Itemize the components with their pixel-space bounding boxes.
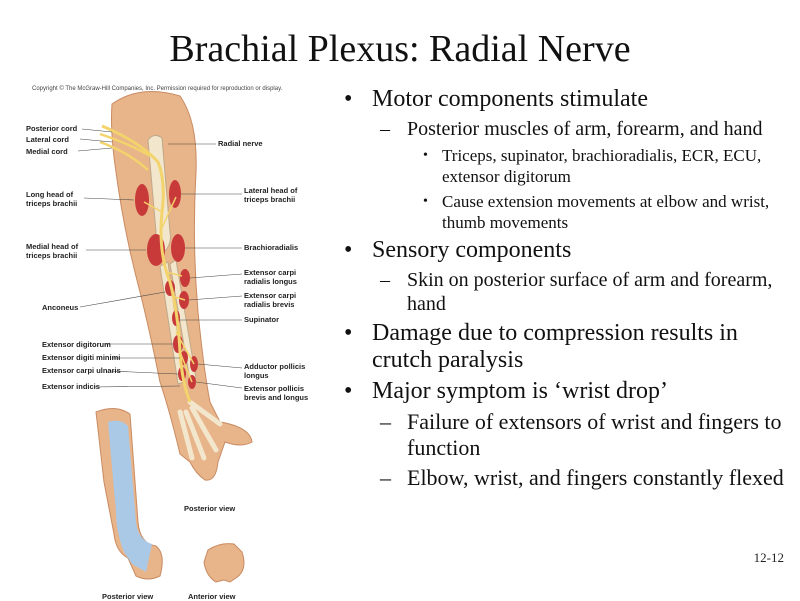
sensory-area — [108, 420, 152, 572]
muscle-long-head — [135, 184, 149, 216]
muscle-lateral-head — [169, 180, 181, 208]
bullet-damage: Damage due to compression results in cru… — [338, 320, 793, 374]
muscle-brachioradialis — [171, 234, 185, 262]
left-leader-lines — [77, 128, 181, 388]
small-anterior-hand — [203, 543, 245, 583]
right-leader-lines — [168, 143, 243, 389]
sub-bullet-sensory-skin: Skin on posterior surface of arm and for… — [372, 268, 793, 316]
label-medial-head-triceps: Medial head of triceps brachii — [26, 242, 79, 260]
label-small-anterior-view: Anterior view — [188, 592, 236, 601]
label-extensor-digiti-minimi: Extensor digiti minimi — [42, 353, 121, 362]
label-ecr-longus: Extensor carpi radialis longus — [244, 268, 297, 286]
sub-sub-bullet-muscle-list: Triceps, supinator, brachioradialis, ECR… — [407, 145, 793, 187]
bullet-sensory: Sensory components — [338, 237, 793, 264]
bullet-list: Motor components stimulate Posterior mus… — [338, 82, 793, 491]
label-adductor-pollicis: Adductor pollicis longus — [244, 362, 306, 380]
hand-bones — [177, 399, 223, 461]
plexus-cords — [99, 132, 151, 171]
arm-illustration — [77, 91, 253, 583]
label-main-posterior-view: Posterior view — [184, 504, 236, 513]
label-ecr-brevis: Extensor carpi radialis brevis — [244, 291, 297, 309]
label-anconeus: Anconeus — [42, 303, 79, 312]
bullet-motor: Motor components stimulate — [338, 86, 793, 113]
copyright-notice: Copyright © The McGraw-Hill Companies, I… — [32, 86, 283, 92]
label-brachioradialis: Brachioradialis — [244, 243, 299, 252]
label-extensor-carpi-ulnaris: Extensor carpi ulnaris — [42, 366, 121, 375]
label-medial-cord: Medial cord — [26, 147, 68, 156]
nerve-branches — [143, 196, 195, 383]
label-posterior-cord: Posterior cord — [26, 124, 78, 133]
label-extensor-pollicis: Extensor pollicis brevis and longus — [244, 384, 309, 402]
label-extensor-digitorum: Extensor digitorum — [42, 340, 111, 349]
bullet-symptom: Major symptom is ‘wrist drop’ — [338, 378, 793, 405]
anatomy-figure: Copyright © The McGraw-Hill Companies, I… — [20, 82, 330, 601]
sub-bullet-flexed: Elbow, wrist, and fingers constantly fle… — [372, 465, 793, 491]
sub-bullet-extensor-failure: Failure of extensors of wrist and finger… — [372, 409, 793, 461]
label-extensor-indicis: Extensor indicis — [42, 382, 100, 391]
label-lateral-cord: Lateral cord — [26, 135, 69, 144]
sub-bullet-motor-muscles: Posterior muscles of arm, forearm, and h… — [372, 117, 793, 141]
sub-sub-bullet-movements: Cause extension movements at elbow and w… — [407, 191, 793, 233]
muscle-ecrl — [180, 269, 190, 287]
slide-number: 12-12 — [753, 550, 784, 565]
label-radial-nerve: Radial nerve — [218, 139, 263, 148]
label-long-head-triceps: Long head of triceps brachii — [26, 190, 78, 208]
slide-title: Brachial Plexus: Radial Nerve — [169, 28, 631, 70]
label-small-posterior-view: Posterior view — [102, 592, 154, 601]
label-supinator: Supinator — [244, 315, 279, 324]
label-lateral-head-triceps: Lateral head of triceps brachii — [244, 186, 298, 204]
